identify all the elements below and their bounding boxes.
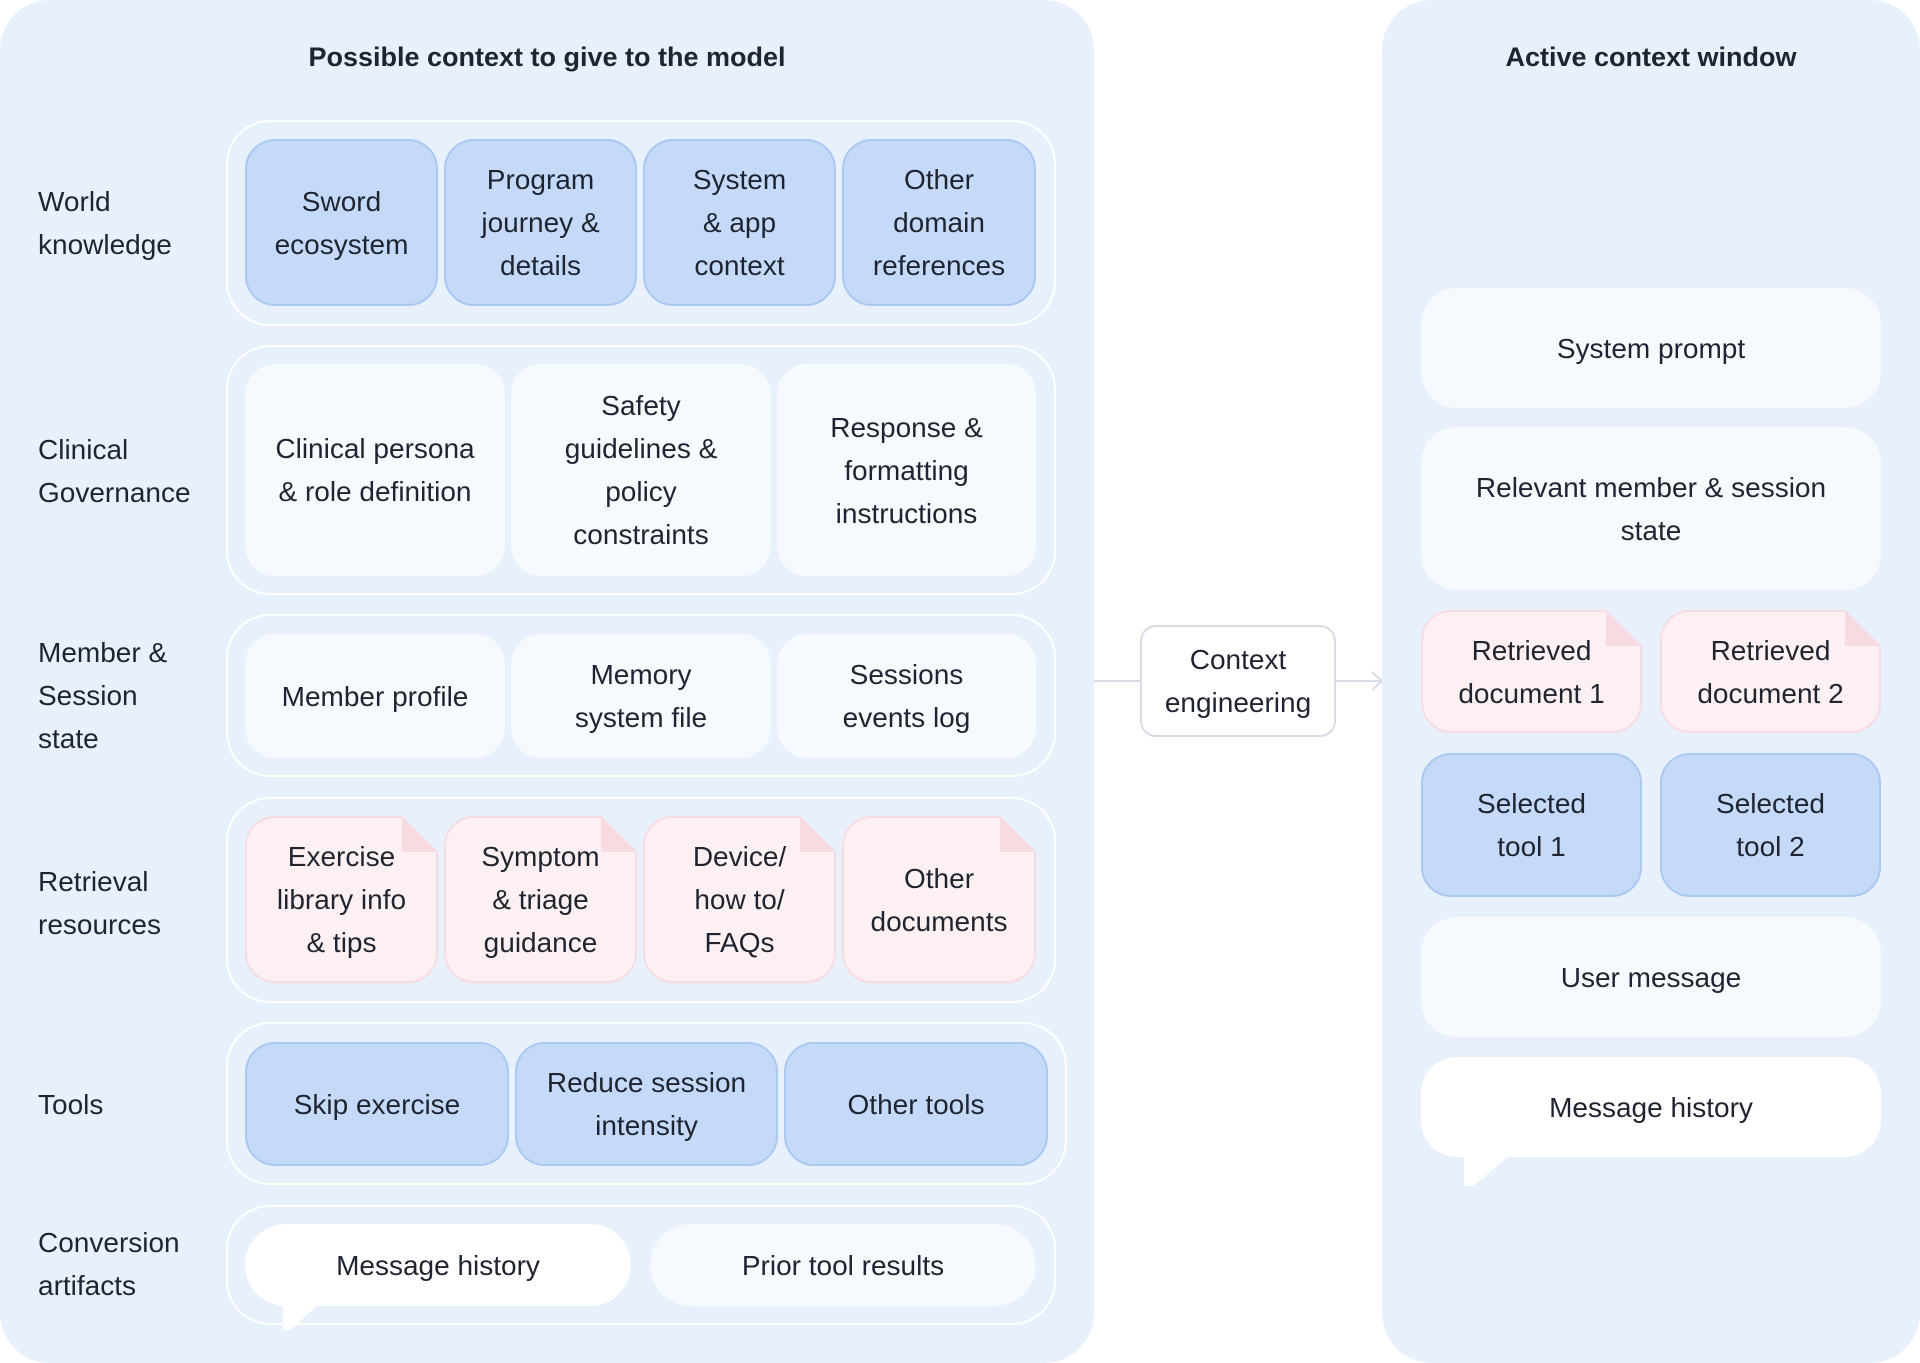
doc-symptom-triage: Symptom & triage guidance bbox=[444, 816, 637, 983]
item-member-profile: Member profile bbox=[245, 634, 505, 758]
active-context-title: Active context window bbox=[1505, 42, 1797, 72]
doc-device-faqs: Device/ how to/ FAQs bbox=[643, 816, 836, 983]
row-label-retrieval-resources: Retrieval resources bbox=[38, 866, 161, 940]
item-other-domain-references: Other domain references bbox=[842, 139, 1036, 306]
retrieved-document-2: Retrieved document 2 bbox=[1660, 610, 1881, 733]
selected-tool-1: Selected tool 1 bbox=[1421, 753, 1642, 897]
system-prompt-box: System prompt bbox=[1421, 288, 1881, 408]
item-response-formatting: Response & formatting instructions bbox=[777, 364, 1036, 576]
row-label-conversion-artifacts: Conversion artifacts bbox=[38, 1227, 180, 1301]
tool-reduce-session-intensity: Reduce session intensity bbox=[515, 1042, 778, 1166]
row-label-clinical-governance: Clinical Governance bbox=[38, 434, 191, 508]
row-label-world-knowledge: World knowledge bbox=[38, 186, 172, 260]
item-program-journey: Program journey & details bbox=[444, 139, 637, 306]
possible-context-title: Possible context to give to the model bbox=[308, 42, 786, 72]
item-prior-tool-results: Prior tool results bbox=[650, 1224, 1036, 1306]
row-label-member-session-state: Member & Session state bbox=[38, 637, 168, 754]
item-clinical-persona: Clinical persona & role definition bbox=[245, 364, 505, 576]
tool-other-tools: Other tools bbox=[784, 1042, 1048, 1166]
item-message-history: Message history bbox=[245, 1224, 631, 1306]
doc-other-documents: Other documents bbox=[842, 816, 1036, 983]
retrieved-document-1: Retrieved document 1 bbox=[1421, 610, 1642, 733]
row-label-tools: Tools bbox=[38, 1089, 104, 1120]
item-memory-system-file: Memory system file bbox=[511, 634, 771, 758]
doc-exercise-library: Exercise library info & tips bbox=[245, 816, 438, 983]
item-safety-guidelines: Safety guidelines & policy constraints bbox=[511, 364, 771, 576]
member-session-state-box: Relevant member & session state bbox=[1421, 427, 1881, 590]
tool-skip-exercise: Skip exercise bbox=[245, 1042, 509, 1166]
selected-tool-2: Selected tool 2 bbox=[1660, 753, 1881, 897]
item-sword-ecosystem: Sword ecosystem bbox=[245, 139, 438, 306]
user-message-box: User message bbox=[1421, 917, 1881, 1037]
message-history-box: Message history bbox=[1421, 1057, 1881, 1157]
item-system-app-context: System & app context bbox=[643, 139, 836, 306]
item-sessions-events-log: Sessions events log bbox=[777, 634, 1036, 758]
context-engineering-box: Context engineering bbox=[1140, 625, 1336, 737]
